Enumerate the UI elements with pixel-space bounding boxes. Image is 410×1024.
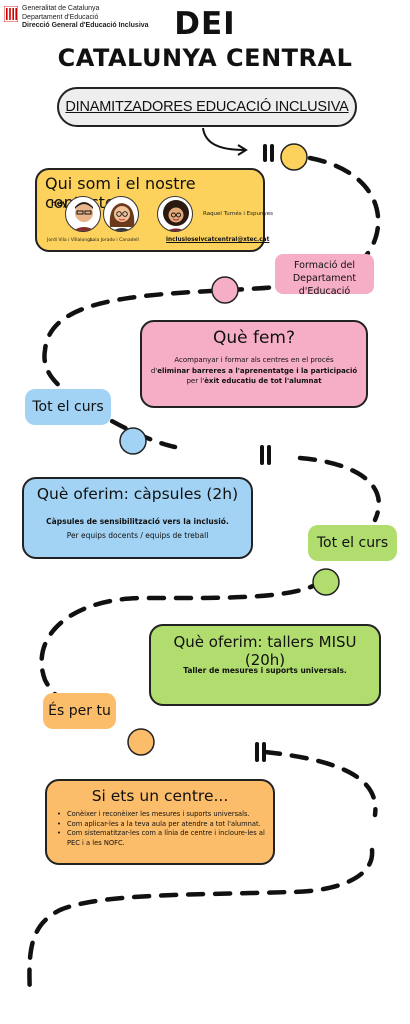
what-we-do-card: Què fem? Acompanyar i formar als centres… [140, 320, 368, 408]
list-item: Com sistematitzar-les com a línia de cen… [57, 829, 272, 848]
list-item: Com aplicar-les a la teva aula per atend… [57, 820, 272, 830]
for-you-tag: És per tu [43, 693, 116, 729]
capsules-line-1: Càpsules de sensibilització vers la incl… [46, 517, 229, 526]
training-line-1: Formació del [294, 260, 355, 271]
what-we-do-title: Què fem? [212, 328, 296, 348]
who-we-are-card: Qui som i el nostre contacte hey Jordi V… [35, 168, 265, 252]
person-name-3: Raquel Turnés i Espunyes [203, 211, 273, 217]
all-year-tag-blue: Tot el curs [25, 389, 111, 425]
generalitat-text: Generalitat de Catalunya Departament d'E… [22, 5, 149, 31]
all-year-tag-green: Tot el curs [308, 525, 397, 561]
what-we-do-line-3-pre: per l' [186, 377, 205, 385]
hey-label: hey [51, 199, 68, 208]
contact-email-link[interactable]: inclusioselvcatcentral@xtec.cat [166, 237, 270, 243]
generalitat-logo-icon [4, 6, 18, 22]
list-item: Conèixer i reconèixer les mesures i supo… [57, 810, 272, 820]
capsules-title: Què oferim: càpsules (2h) [36, 485, 239, 503]
gen-line-1: Generalitat de Catalunya [22, 5, 100, 12]
subtitle-pill: DINAMITZADORES EDUCACIÓ INCLUSIVA [57, 87, 357, 127]
avatar-laia [103, 196, 139, 232]
what-we-do-line-3-bold: èxit educatiu de tot l'alumnat [204, 377, 322, 385]
what-we-do-line-2-bold: eliminar barreres a l'aprenentatge i la … [157, 366, 358, 375]
if-school-card: Si ets un centre... Conèixer i reconèixe… [45, 779, 275, 865]
what-we-do-text: Acompanyar i formar als centres en el pr… [150, 355, 358, 387]
misu-line-1: Taller de mesures i suports universals. [183, 666, 347, 675]
person-name-2: Laia Jorado i Canadell [90, 238, 139, 243]
gen-line-3: Direcció General d'Educació Inclusiva [22, 22, 149, 29]
what-we-do-line-1: Acompanyar i formar als centres en el pr… [174, 356, 334, 364]
misu-title: Què oferim: tallers MISU (20h) [173, 633, 357, 669]
avatar-jordi [65, 196, 101, 232]
capsules-line-2: Per equips docents / equips de treball [66, 531, 209, 540]
title-line-1: DEI [174, 6, 236, 42]
if-school-title: Si ets un centre... [91, 787, 229, 805]
misu-workshops-card: Què oferim: tallers MISU (20h) Taller de… [149, 624, 381, 706]
title-line-2: CATALUNYA CENTRAL [57, 44, 353, 72]
gen-line-2: Departament d'Educació [22, 13, 99, 21]
training-line-2: Departament d'Educació [292, 273, 357, 297]
person-name-1: Jordi Vila i Villalonga [47, 238, 93, 243]
what-we-do-line-2-pre: d' [150, 366, 158, 375]
training-label: Formació del Departament d'Educació [275, 254, 374, 297]
capsules-card: Què oferim: càpsules (2h) Càpsules de se… [22, 477, 253, 559]
avatar-raquel [157, 196, 193, 232]
if-school-list: Conèixer i reconèixer les mesures i supo… [57, 810, 272, 848]
